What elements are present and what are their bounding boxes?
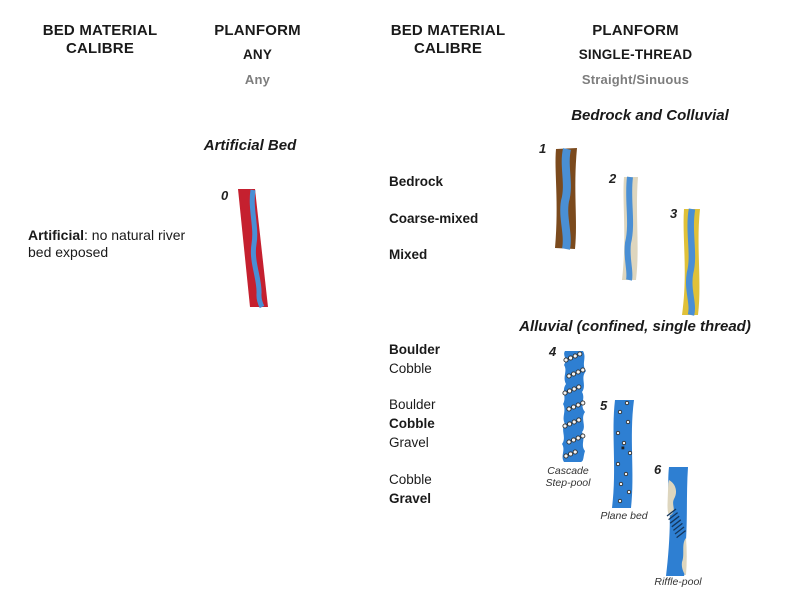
bedrock-colluvial-title: Bedrock and Colluvial xyxy=(571,107,729,124)
calibre-group-boulder-cobble-gravel: Boulder Cobble Gravel xyxy=(389,395,436,452)
channel-0-illustration xyxy=(238,189,268,309)
channel-2-number: 2 xyxy=(609,171,617,186)
channel-3-illustration xyxy=(682,208,700,316)
channel-5-number: 5 xyxy=(600,398,608,413)
header-line: PLANFORM xyxy=(214,22,301,39)
planform-category: SINGLE-THREAD xyxy=(578,47,693,62)
calibre-label-coarse-mixed: Coarse-mixed xyxy=(389,211,479,226)
left-planform-header: PLANFORM ANY Any xyxy=(180,22,335,89)
left-bed-material-calibre-header: BED MATERIAL CALIBRE xyxy=(15,22,185,58)
channel-5-illustration xyxy=(612,400,634,508)
channel-1-number: 1 xyxy=(539,141,547,156)
channel-2-illustration xyxy=(622,176,638,281)
artificial-note: Artificial: no natural river bed exposed xyxy=(28,227,188,261)
artificial-bed-title: Artificial Bed xyxy=(203,137,297,154)
stream-line xyxy=(686,208,696,316)
channel-4-illustration xyxy=(562,351,586,462)
channel-6-illustration xyxy=(666,467,688,576)
channel-1-illustration xyxy=(555,148,577,250)
calibre-label: Cobble xyxy=(389,361,432,376)
calibre-label: Boulder xyxy=(389,342,441,357)
stream-line xyxy=(624,176,634,281)
plane-bed-blue-band xyxy=(612,400,634,508)
gravel-dots xyxy=(615,400,633,504)
channel-6-number: 6 xyxy=(654,462,662,477)
riffle-hatch-marks xyxy=(666,508,686,539)
boulder-step-dots xyxy=(562,351,586,459)
caption-line: Cascade xyxy=(547,465,589,477)
calibre-label-bedrock: Bedrock xyxy=(389,174,444,189)
calibre-label: Gravel xyxy=(389,435,429,450)
calibre-label: Boulder xyxy=(389,397,436,412)
calibre-label: Gravel xyxy=(389,491,432,506)
calibre-group-boulder-cobble: Boulder Cobble xyxy=(389,340,440,378)
channel-4-number: 4 xyxy=(549,344,557,359)
header-line: BED MATERIAL xyxy=(42,22,158,39)
channel-3-number: 3 xyxy=(670,206,678,221)
planform-style: Straight/Sinuous xyxy=(581,72,690,87)
channel-0-number: 0 xyxy=(221,188,229,203)
planform-category: ANY xyxy=(242,47,273,62)
header-line: CALIBRE xyxy=(65,40,135,57)
header-line: CALIBRE xyxy=(413,40,483,57)
channel-5-caption: Plane bed xyxy=(600,510,648,522)
planform-style: Any xyxy=(244,72,271,87)
artificial-note-rest: : no natural river bed exposed xyxy=(28,227,186,260)
point-bar-lower xyxy=(681,538,687,575)
calibre-label-mixed: Mixed xyxy=(389,247,428,262)
alluvial-title: Alluvial (confined, single thread) xyxy=(519,318,751,335)
stream-line xyxy=(249,189,265,309)
caption-line: Step-pool xyxy=(545,477,591,489)
header-line: PLANFORM xyxy=(592,22,679,39)
channel-4-caption: Cascade Step-pool xyxy=(528,465,608,489)
stream-line xyxy=(560,148,571,250)
right-planform-header: PLANFORM SINGLE-THREAD Straight/Sinuous xyxy=(558,22,713,89)
calibre-group-cobble-gravel: Cobble Gravel xyxy=(389,470,432,508)
calibre-label: Cobble xyxy=(389,472,432,487)
point-bar-upper xyxy=(667,480,677,516)
artificial-note-lead: Artificial xyxy=(28,227,85,243)
channel-6-caption: Riffle-pool xyxy=(654,576,702,588)
calibre-label: Cobble xyxy=(389,416,435,431)
header-line: BED MATERIAL xyxy=(390,22,506,39)
right-bed-material-calibre-header: BED MATERIAL CALIBRE xyxy=(363,22,533,58)
